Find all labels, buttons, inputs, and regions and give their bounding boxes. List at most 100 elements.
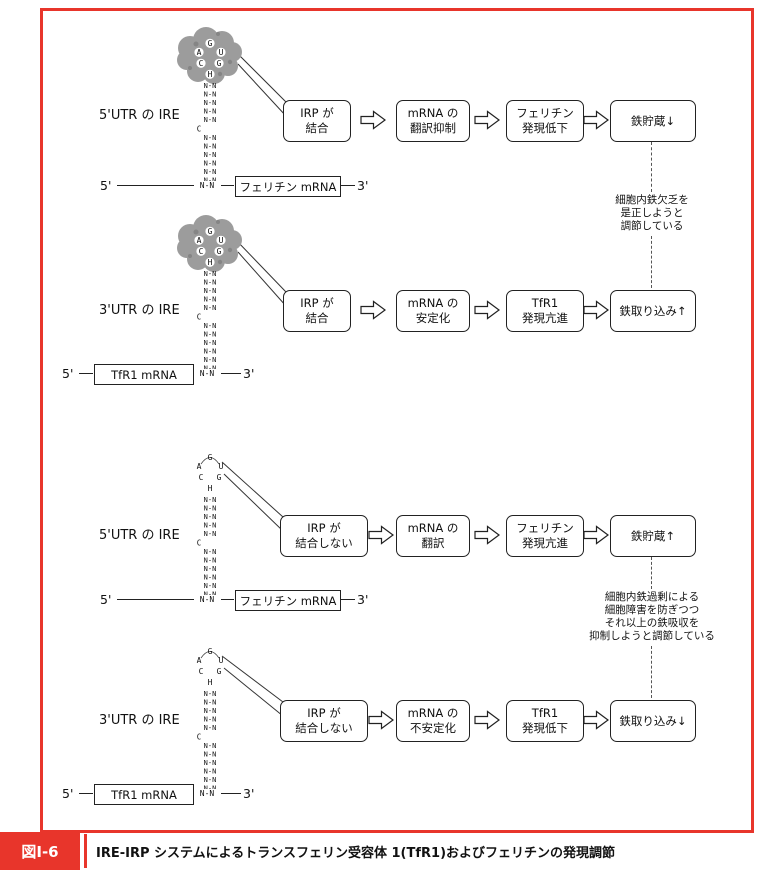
mrna-box: フェリチン mRNA (235, 176, 341, 197)
annotation-line: 細胞障害を防ぎつつ (604, 604, 700, 616)
stem-pair: N-N (204, 530, 217, 538)
bulge-letter: C (197, 125, 202, 134)
stem-pair: N-N (204, 322, 217, 330)
dashed-connector (651, 557, 652, 589)
pointer-line (235, 51, 287, 103)
flow-box-line: 結合 (305, 311, 329, 325)
blob-speckle (188, 66, 192, 70)
flow-box-line: 鉄取り込み↑ (619, 303, 687, 318)
flow-box-line: 翻訳抑制 (410, 121, 456, 135)
flow-arrow-icon (359, 110, 386, 130)
stem-pair: N-N (204, 108, 217, 116)
stem-pair: N-N (204, 591, 217, 599)
loop-letter: G (217, 667, 222, 676)
pointer-line (221, 461, 284, 518)
flow-box-line: mRNA の (407, 106, 459, 121)
flow-box-line: 鉄取り込み↓ (619, 713, 687, 728)
flow-arrow-icon (474, 300, 501, 320)
loop-letter: A (197, 236, 202, 245)
flow-box-line: IRP が (300, 106, 334, 121)
mrna-line (221, 599, 234, 600)
flow-box-line: 結合しない (295, 721, 353, 735)
figure-number-badge: 図Ⅰ-6 (0, 832, 80, 870)
flow-box: フェリチン発現亢進 (506, 515, 584, 557)
flow-box-line: 発現低下 (522, 121, 568, 135)
loop-letter: H (208, 678, 213, 687)
flow-box-line: 安定化 (415, 311, 451, 325)
stem-pair: N-N (204, 724, 217, 732)
flow-box: 鉄取り込み↓ (610, 700, 696, 742)
loop-letter: U (219, 656, 224, 665)
letter-backing (205, 226, 215, 236)
pointer-line (237, 251, 287, 307)
pointer-line (223, 667, 284, 717)
letter-backing (205, 38, 215, 48)
flow-arrow-icon (368, 525, 395, 545)
annotation-line: 細胞内鉄過剰による (604, 591, 700, 603)
mrna-line (221, 373, 241, 374)
loop-letter: G (217, 473, 222, 482)
stem-pair: N-N (204, 785, 217, 793)
flow-box: mRNA の不安定化 (396, 700, 470, 742)
stem-pair: N-N (204, 160, 217, 168)
annotation-note: 細胞内鉄過剰による細胞障害を防ぎつつそれ以上の鉄吸収を抑制しようと調節している (580, 591, 724, 643)
flow-box: IRP が結合しない (280, 515, 368, 557)
pointer-line (237, 63, 287, 117)
loop-arc (200, 651, 220, 659)
stem-pair: N-N (204, 82, 217, 90)
mrna-box: フェリチン mRNA (235, 590, 341, 611)
flow-box: 鉄取り込み↑ (610, 290, 696, 332)
flow-box-line: 発現低下 (522, 721, 568, 735)
annotation-line: 調節している (620, 220, 684, 232)
loop-letter: G (208, 227, 213, 236)
three-prime-label: 3' (243, 366, 255, 381)
mrna-line (221, 793, 241, 794)
mrna-line (340, 599, 355, 600)
mrna-nn-label: N-N (194, 369, 220, 378)
blob-speckle (188, 254, 192, 258)
flow-box-line: TfR1 (531, 706, 559, 721)
blob-speckle (227, 247, 233, 253)
stem-pair: N-N (204, 768, 217, 776)
flow-arrow-icon (583, 110, 610, 130)
mrna-line (79, 793, 93, 794)
flow-box-line: mRNA の (407, 296, 459, 311)
bulge-letter: C (197, 733, 202, 742)
mrna-line (79, 373, 93, 374)
mrna-box: TfR1 mRNA (94, 784, 194, 805)
loop-letter: U (219, 48, 224, 57)
annotation-note: 細胞内鉄欠乏を是正しようと調節している (585, 194, 719, 233)
loop-letter: G (208, 39, 213, 48)
flow-box-line: 不安定化 (410, 721, 456, 735)
loop-letter: U (219, 462, 224, 471)
flow-arrow-icon (583, 710, 610, 730)
flow-arrow-icon (368, 710, 395, 730)
stem-pair: N-N (204, 522, 217, 530)
loop-letter: A (197, 462, 202, 471)
flow-arrow-icon (474, 710, 501, 730)
annotation-line: それ以上の鉄吸収を (604, 617, 700, 629)
blob-speckle (217, 71, 223, 77)
letter-backing (194, 47, 204, 57)
stem-pair: N-N (204, 296, 217, 304)
stem-pair: N-N (204, 548, 217, 556)
bulge-letter: C (197, 539, 202, 548)
figure-border (40, 8, 754, 833)
loop-letter: C (199, 247, 204, 256)
panel-label: 3'UTR の IRE (99, 713, 180, 728)
stem-pair: N-N (204, 348, 217, 356)
stem-pair: N-N (204, 177, 217, 185)
three-prime-label: 3' (357, 592, 369, 607)
flow-box-line: 結合 (305, 121, 329, 135)
flow-arrow-icon (583, 525, 610, 545)
flow-box: IRP が結合 (283, 290, 351, 332)
blob-speckle (193, 229, 199, 235)
stem-pair: N-N (204, 565, 217, 573)
five-prime-label: 5' (62, 366, 74, 381)
panel-label: 5'UTR の IRE (99, 528, 180, 543)
mrna-nn-label: N-N (194, 789, 220, 798)
flow-box-line: IRP が (307, 706, 341, 721)
